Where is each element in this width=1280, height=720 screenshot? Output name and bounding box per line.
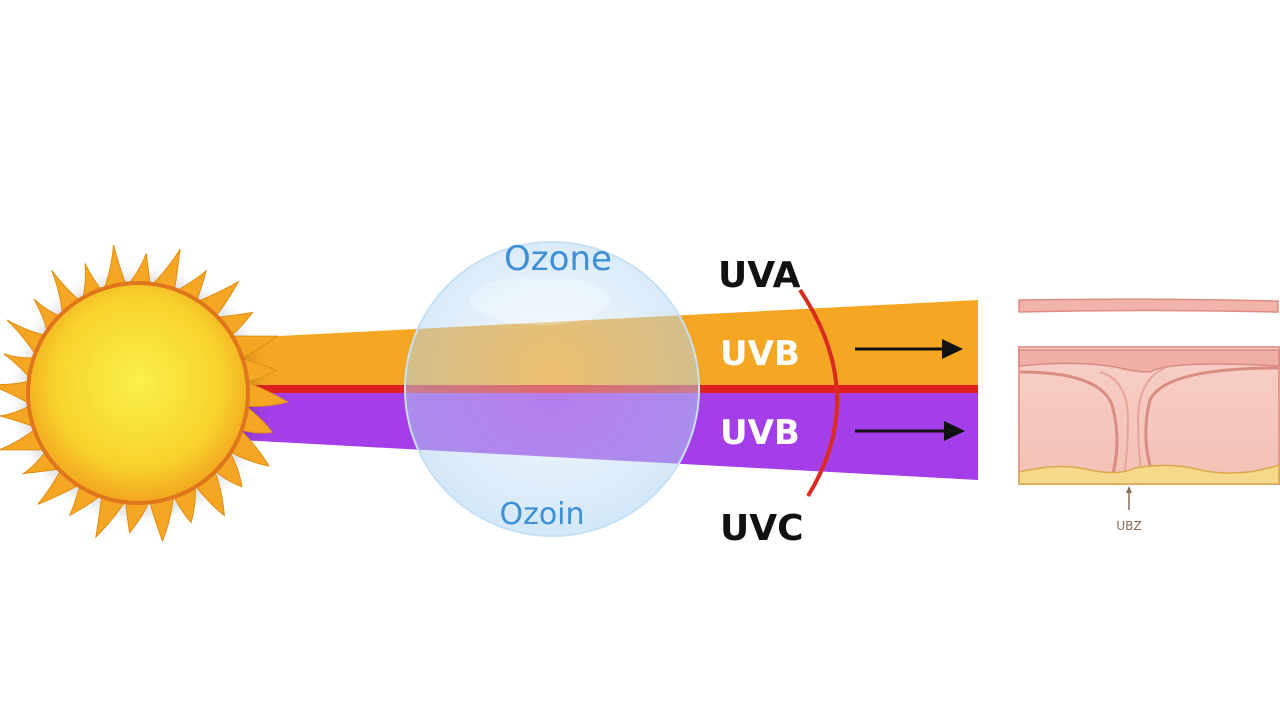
- ozone-bottom-label: Ozoin: [499, 497, 584, 532]
- arrow-right-icon: [855, 339, 963, 359]
- uva-label: UVA: [718, 255, 801, 296]
- epidermis-band: [1018, 349, 1280, 373]
- arrow-right-icon: [855, 421, 965, 441]
- sun-ray: [241, 379, 290, 407]
- sun-ray: [147, 491, 175, 543]
- skin-surface-layer: [1018, 298, 1279, 313]
- sun-icon: [0, 244, 290, 543]
- uvb-upper-label: UVB: [720, 334, 800, 374]
- uvc-label: UVC: [720, 508, 804, 549]
- skin-caption: UBZ: [1116, 519, 1141, 533]
- sun-ray: [0, 379, 35, 407]
- ozone-sphere: [404, 241, 700, 537]
- sun-ray: [210, 446, 243, 488]
- sun-ray: [124, 496, 152, 534]
- fat-layer: [1018, 463, 1280, 485]
- absorption-arc: [798, 288, 839, 498]
- ozone-top-label: Ozone: [504, 239, 612, 279]
- follicle-inner: [1099, 367, 1166, 479]
- skin-cross-section: [1018, 298, 1280, 510]
- uvb-lower-label: UVB: [720, 413, 800, 453]
- sun-ray: [101, 244, 129, 295]
- hair-follicle: [1019, 366, 1280, 479]
